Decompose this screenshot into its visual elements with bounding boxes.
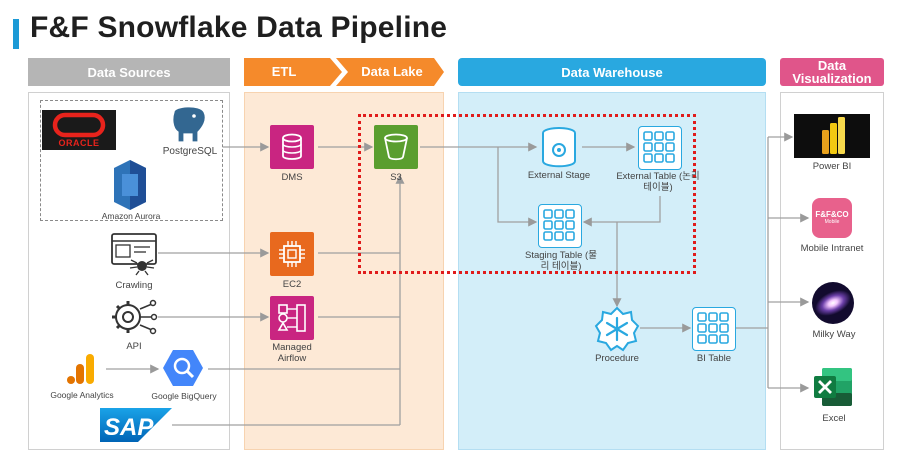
elephant-icon [172,106,206,143]
chip-icon [279,241,305,267]
sap-logo: SAP [100,408,172,442]
milky-way-label: Milky Way [812,329,856,340]
header-data-visualization: Data Visualization [780,58,884,86]
column-data-sources [28,92,230,450]
staging-table-label: Staging Table (물리 테이블) [525,250,597,272]
mobile-intranet-app-icon: F&F&CO Mobile [812,198,852,238]
amazon-aurora-label: Amazon Aurora [101,211,161,221]
ec2-icon [270,232,314,276]
amazon-aurora-icon [114,160,146,210]
api-label: API [126,341,142,352]
excel-icon [814,368,852,406]
mobile-icon-subtext: Mobile [824,219,840,225]
mobile-intranet-label: Mobile Intranet [800,243,864,254]
workflow-icon [277,304,306,332]
excel-label: Excel [822,413,846,424]
staging-table-icon [538,204,582,248]
bigquery-label: Google BigQuery [151,391,217,401]
header-etl: ETL [272,64,297,79]
ec2-label: EC2 [282,279,302,290]
google-analytics-label: Google Analytics [50,390,114,400]
milky-way-galaxy-icon [812,282,854,324]
airflow-label: Managed Airflow [272,342,312,364]
postgres-label: PostgreSQL [162,146,218,157]
bi-table-icon [692,307,736,351]
header-data-sources: Data Sources [28,58,230,86]
bigquery-icon [163,350,203,386]
dms-icon [270,125,314,169]
header-etl-chevron [244,58,342,86]
database-migration-icon [282,133,302,160]
line-external-to-staging [582,196,661,227]
external-table-label: External Table (논리 테이블) [616,171,700,193]
s3-icon [374,125,418,169]
header-data-warehouse: Data Warehouse [458,58,766,86]
crawling-icon [111,233,157,276]
procedure-snowflake-icon [594,306,640,352]
oracle-icon [52,112,106,138]
table-grid-icon [643,131,675,163]
header-etl-datalake-chevrons: ETL Data Lake [244,58,444,86]
external-stage-icon [542,127,576,168]
page-title: F&F Snowflake Data Pipeline [30,11,448,44]
mobile-icon-text: F&F&CO [815,210,849,219]
crawling-label: Crawling [115,280,153,291]
s3-label: S3 [390,172,402,183]
title-accent-bar [13,19,19,49]
table-grid-icon [543,209,575,241]
line-s3-to-staging-table [497,147,538,227]
powerbi-icon [822,117,845,154]
external-table-icon [638,126,682,170]
bucket-icon [384,133,408,161]
table-grid-icon [697,312,729,344]
oracle-label: ORACLE [58,138,100,148]
postgres-logo [164,104,214,144]
powerbi-label: Power BI [812,161,852,172]
google-analytics-icon [67,354,94,384]
external-stage-label: External Stage [527,170,591,181]
oracle-logo: ORACLE [42,110,116,150]
snowflake-ingestion-highlight [358,114,696,274]
procedure-label: Procedure [595,353,639,364]
dms-label: DMS [281,172,303,183]
header-data-lake: Data Lake [361,64,422,79]
database-sources-group [40,100,223,221]
bi-table-label: BI Table [696,353,732,364]
sap-text: SAP [104,414,154,441]
header-datalake-chevron [336,58,444,86]
api-gear-icon [112,299,158,335]
powerbi-logo [794,114,870,158]
airflow-icon [270,296,314,340]
